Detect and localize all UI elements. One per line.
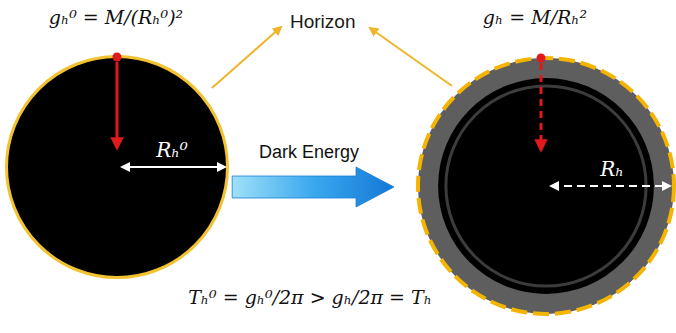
- radius-arrow: [122, 166, 225, 168]
- formula-label: gₕ⁰ = M/(Rₕ⁰)²: [0, 6, 232, 29]
- radius-label: Rₕ: [600, 158, 624, 181]
- radius-label: Rₕ⁰: [156, 139, 188, 162]
- label-holder: Tₕ⁰ = gₕ⁰/2π > gₕ/2π = Tₕ: [160, 286, 460, 309]
- label-holder: Dark Energy: [259, 142, 359, 164]
- leader-arrow: [212, 27, 281, 88]
- gravity-arrow: [116, 62, 119, 148]
- black-hole: [7, 57, 228, 278]
- expanded-region: [418, 58, 674, 314]
- label-holder: gₕ = M/Rₕ²: [420, 6, 650, 29]
- label-holder: Horizon: [290, 11, 355, 34]
- inner-shine: [446, 86, 646, 286]
- dark-energy-arrow: [232, 167, 394, 207]
- surface-dot: [537, 54, 546, 63]
- formula-label: gₕ = M/Rₕ²: [420, 6, 650, 29]
- surface-dot: [113, 53, 122, 62]
- black-hole: [438, 78, 654, 294]
- leader-arrow: [370, 28, 452, 86]
- formula-label: Tₕ⁰ = gₕ⁰/2π > gₕ/2π = Tₕ: [160, 286, 460, 309]
- label-holder: gₕ⁰ = M/(Rₕ⁰)²: [0, 6, 232, 29]
- arrow-label: Dark Energy: [259, 142, 359, 164]
- dashed-horizon: [418, 58, 674, 314]
- horizon-label: Horizon: [290, 11, 355, 34]
